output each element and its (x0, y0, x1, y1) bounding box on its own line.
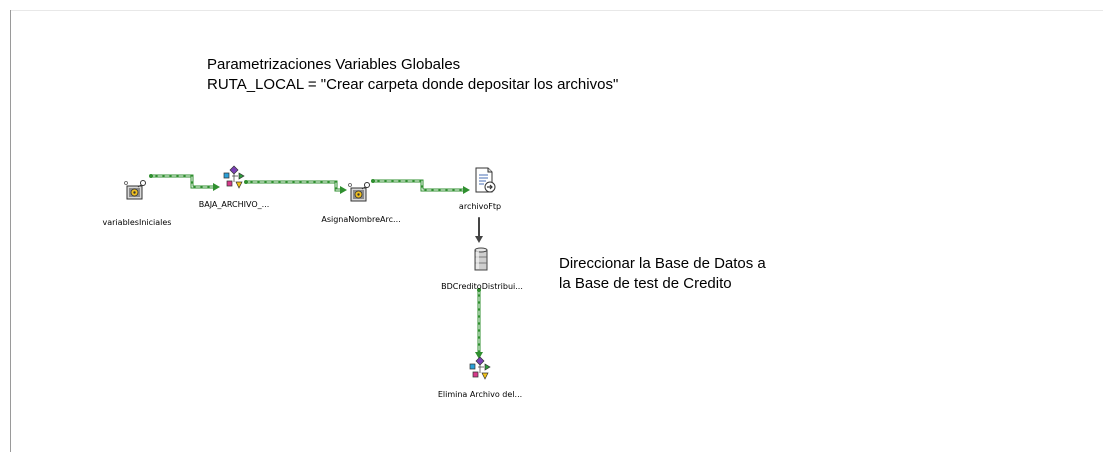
script-task-icon[interactable] (347, 180, 373, 206)
canvas-top-border (10, 10, 1103, 11)
data-flow-task-icon[interactable] (467, 355, 493, 381)
link-variables-to-baja (149, 174, 220, 191)
link-asigna-to-ftp (371, 179, 470, 194)
script-task-icon[interactable] (123, 178, 149, 204)
database-task-icon[interactable] (468, 246, 494, 272)
node-label-variables-iniciales: variablesIniciales (102, 218, 172, 227)
globals-note-ruta-local[interactable]: RUTA_LOCAL = "Crear carpeta donde deposi… (207, 76, 619, 93)
globals-note-title[interactable]: Parametrizaciones Variables Globales (207, 56, 461, 73)
link-bd-to-elimina (475, 288, 483, 359)
node-label-baja-archivo: BAJA_ARCHIVO_... (198, 200, 270, 209)
node-label-archivo-ftp: archivoFtp (458, 202, 502, 211)
link-baja-to-asigna (244, 180, 347, 194)
canvas-left-border (10, 10, 11, 452)
link-ftp-to-bd (475, 217, 483, 243)
data-flow-task-icon[interactable] (221, 164, 247, 190)
node-label-asigna-nombre: AsignaNombreArc... (321, 215, 401, 224)
node-label-elimina-archivo: Elimina Archivo del... (437, 390, 523, 399)
node-label-bd-credito: BDCreditoDistribui... (441, 282, 523, 291)
db-note-line1[interactable]: Direccionar la Base de Datos a (559, 255, 766, 272)
ftp-task-icon[interactable] (471, 166, 497, 193)
db-note-line2[interactable]: la Base de test de Credito (559, 275, 732, 292)
